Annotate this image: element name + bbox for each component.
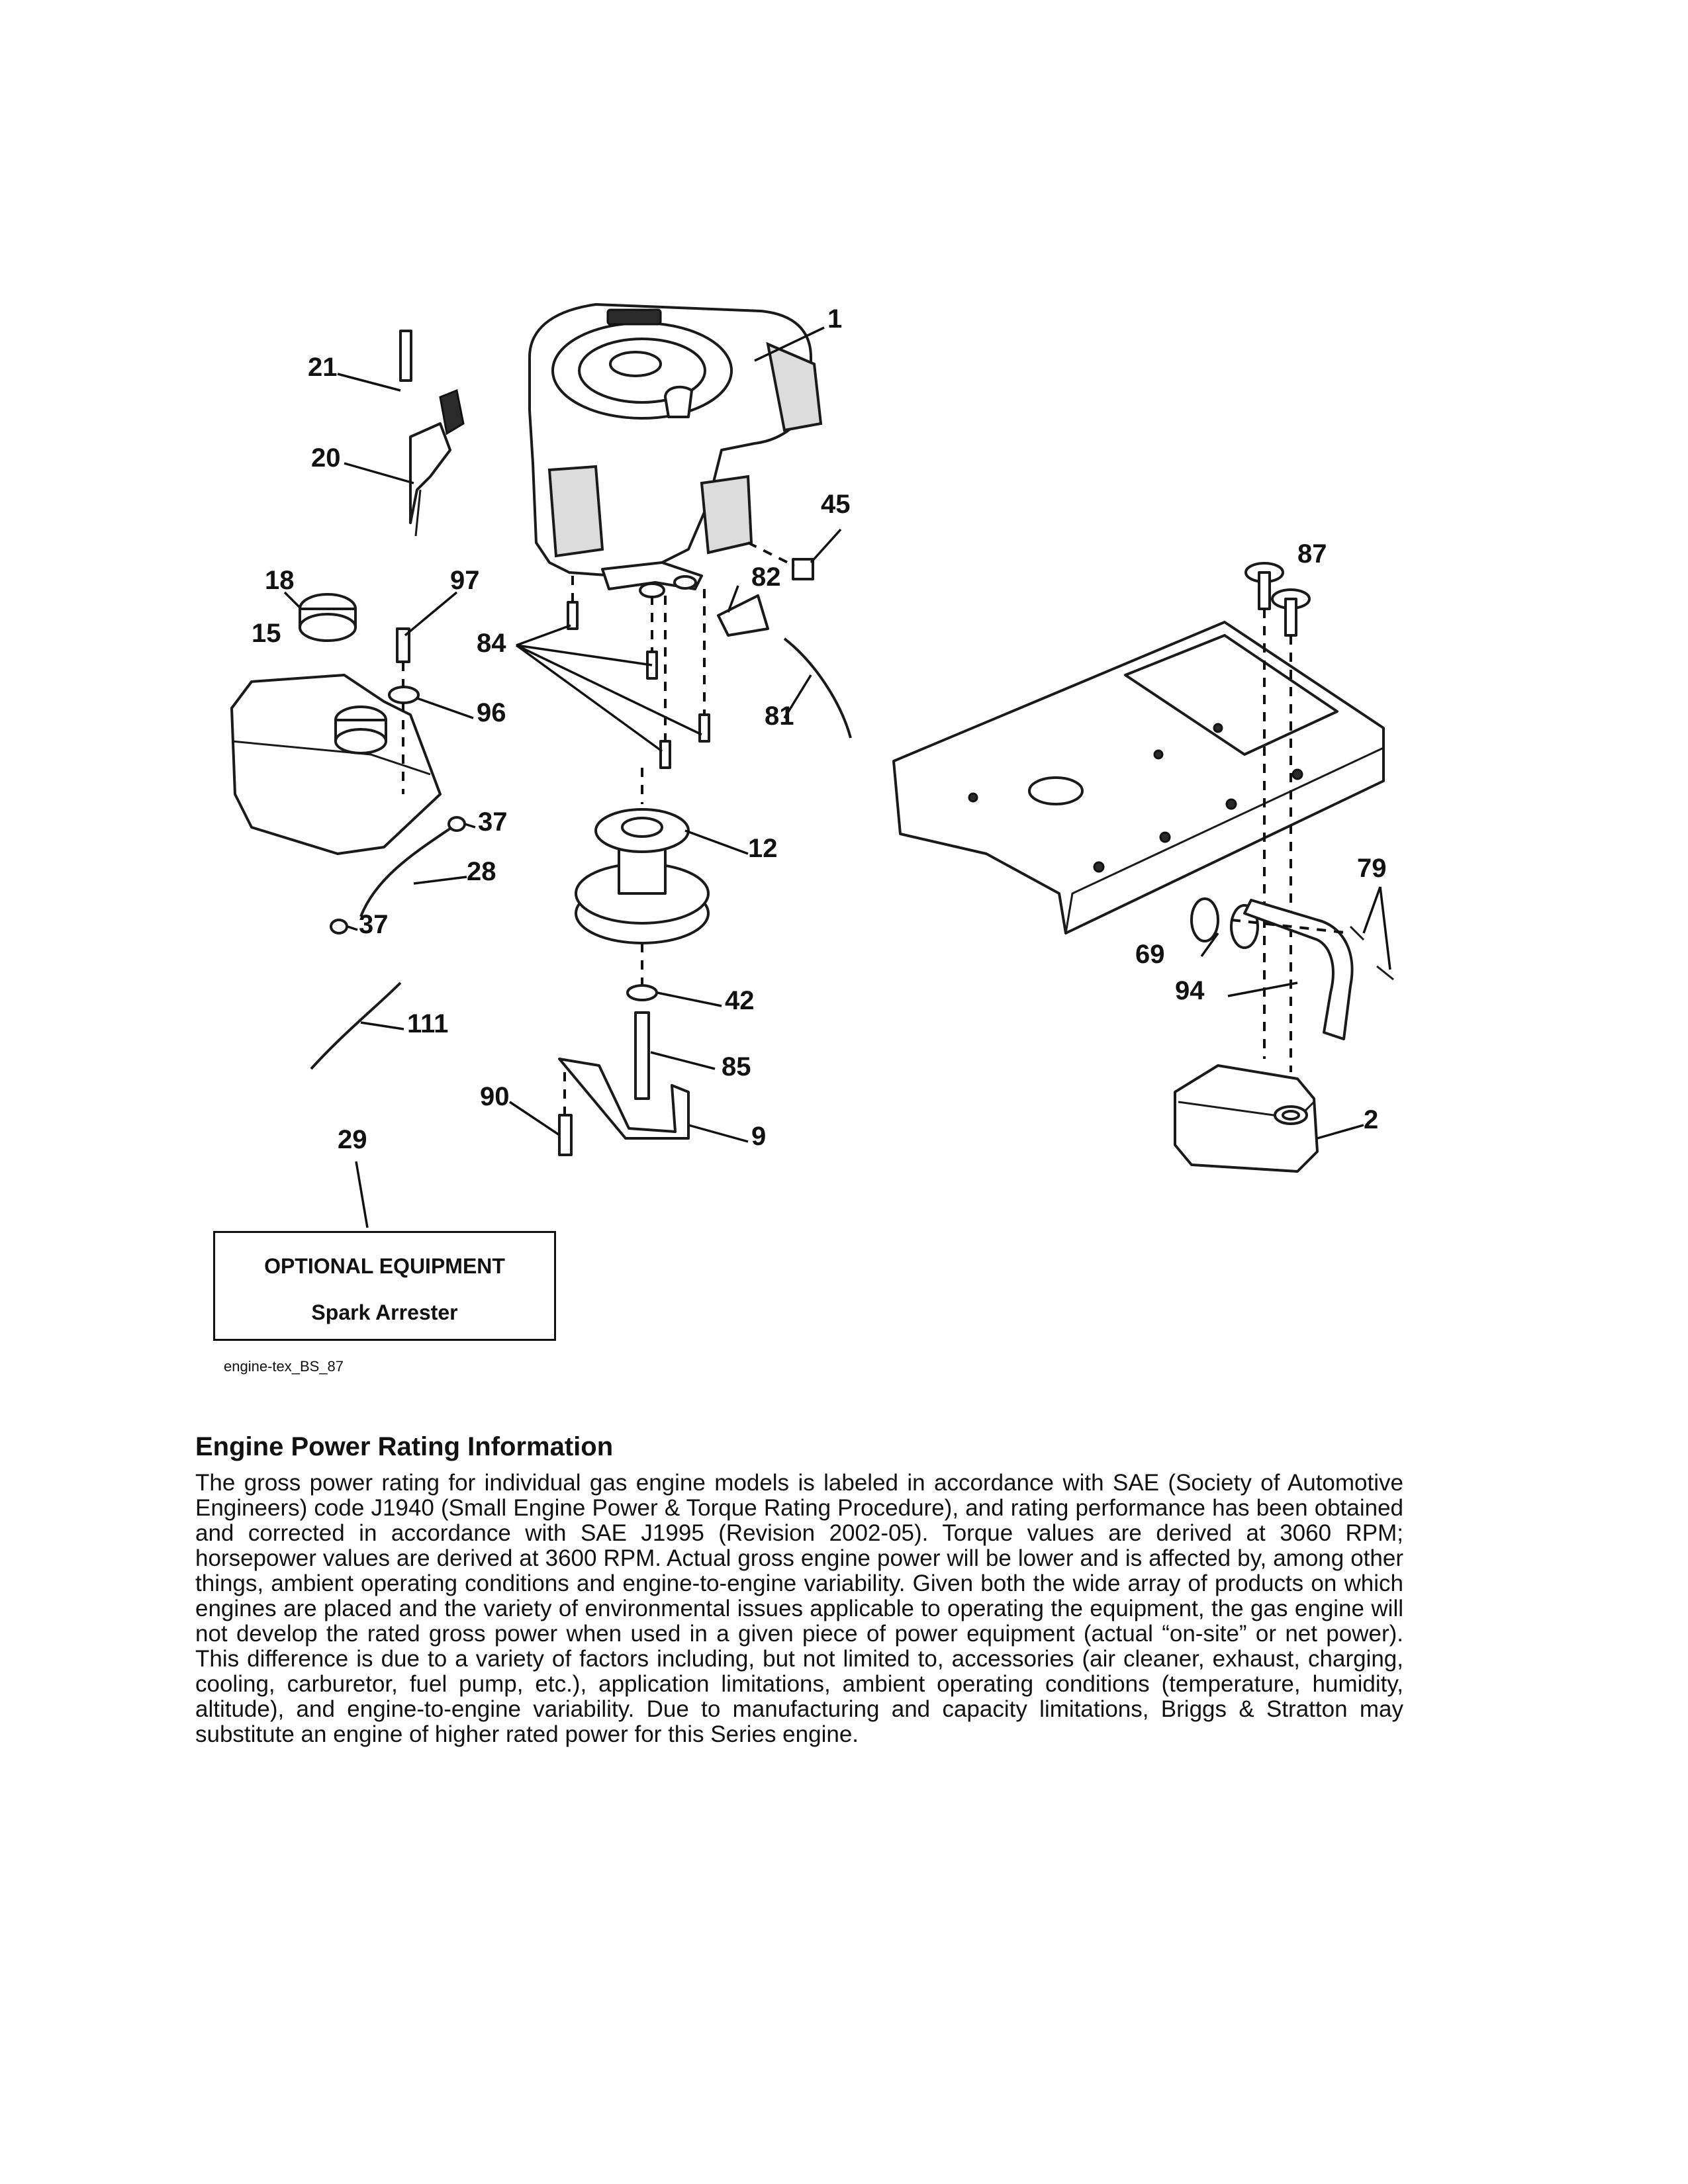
bolts-part-84: [567, 576, 710, 769]
callout-69: 69: [1135, 940, 1165, 969]
callout-97: 97: [450, 566, 480, 595]
bolt-part-85: [634, 1011, 650, 1100]
callout-45: 45: [821, 490, 851, 519]
callout-2: 2: [1364, 1105, 1378, 1134]
chassis-frame: [892, 621, 1385, 934]
fuel-line-part-111: [310, 981, 402, 1070]
callout-12: 12: [748, 834, 778, 863]
callout-90: 90: [480, 1082, 510, 1111]
figure-reference: engine-tex_BS_87: [224, 1358, 344, 1375]
fuel-line-part-28: [359, 823, 458, 917]
callout-28: 28: [467, 857, 496, 886]
callout-84: 84: [477, 629, 506, 658]
fuel-tank-part-15: [230, 674, 442, 855]
callout-81: 81: [765, 702, 794, 731]
throttle-control-part-20: [399, 330, 465, 537]
section-heading: Engine Power Rating Information: [195, 1432, 614, 1461]
callout-37-lower: 37: [359, 910, 389, 939]
callout-42: 42: [725, 986, 755, 1015]
clamp-part-37: [447, 816, 466, 832]
bolt-part-90: [558, 1114, 573, 1156]
nut-part-45: [792, 558, 814, 580]
callout-37-upper: 37: [478, 807, 508, 837]
screw-part-21: [399, 330, 412, 382]
callout-9: 9: [751, 1122, 766, 1151]
washer-part-96: [388, 686, 420, 704]
exhaust-pipe-part-94: [1243, 899, 1354, 1040]
optional-equipment-box: OPTIONAL EQUIPMENT Spark Arrester: [213, 1231, 556, 1341]
fuel-valve-part-82: [717, 594, 769, 637]
callout-79: 79: [1357, 854, 1387, 883]
callout-96: 96: [477, 698, 506, 727]
screw-part-79b: [1376, 965, 1394, 981]
fuel-line-part-81: [783, 637, 852, 739]
callout-85: 85: [722, 1052, 751, 1081]
section-body-text: The gross power rating for individual ga…: [195, 1470, 1403, 1747]
callout-15: 15: [252, 619, 281, 648]
leader-lines: [283, 326, 1391, 1228]
callout-87: 87: [1297, 539, 1327, 569]
callout-21: 21: [308, 353, 338, 382]
optional-equipment-title: OPTIONAL EQUIPMENT: [264, 1254, 505, 1278]
callout-18: 18: [265, 566, 295, 595]
washer-part-42: [626, 984, 658, 1001]
gasket-part-69: [1190, 897, 1219, 942]
callout-94: 94: [1175, 976, 1205, 1005]
callout-20: 20: [311, 443, 341, 473]
fuel-cap-part-18: [299, 593, 357, 642]
screw-part-79: [1349, 925, 1365, 941]
exploded-parts-diagram: 1 2 9 12 15 18 20 21 28 29 37 37 42 45 6…: [230, 303, 1394, 1228]
bracket-part-9: [558, 1058, 690, 1140]
engine-part-1: [528, 303, 823, 598]
callout-111: 111: [407, 1009, 448, 1038]
bolts-part-87: [1244, 562, 1311, 1072]
callout-29: 29: [338, 1125, 367, 1154]
optional-equipment-item: Spark Arrester: [311, 1300, 458, 1324]
muffler-part-2: [1174, 1064, 1319, 1173]
callout-82: 82: [751, 563, 781, 592]
clamp-part-37-lower: [330, 919, 348, 934]
callout-1: 1: [827, 304, 842, 334]
pulley-part-12: [575, 808, 710, 944]
